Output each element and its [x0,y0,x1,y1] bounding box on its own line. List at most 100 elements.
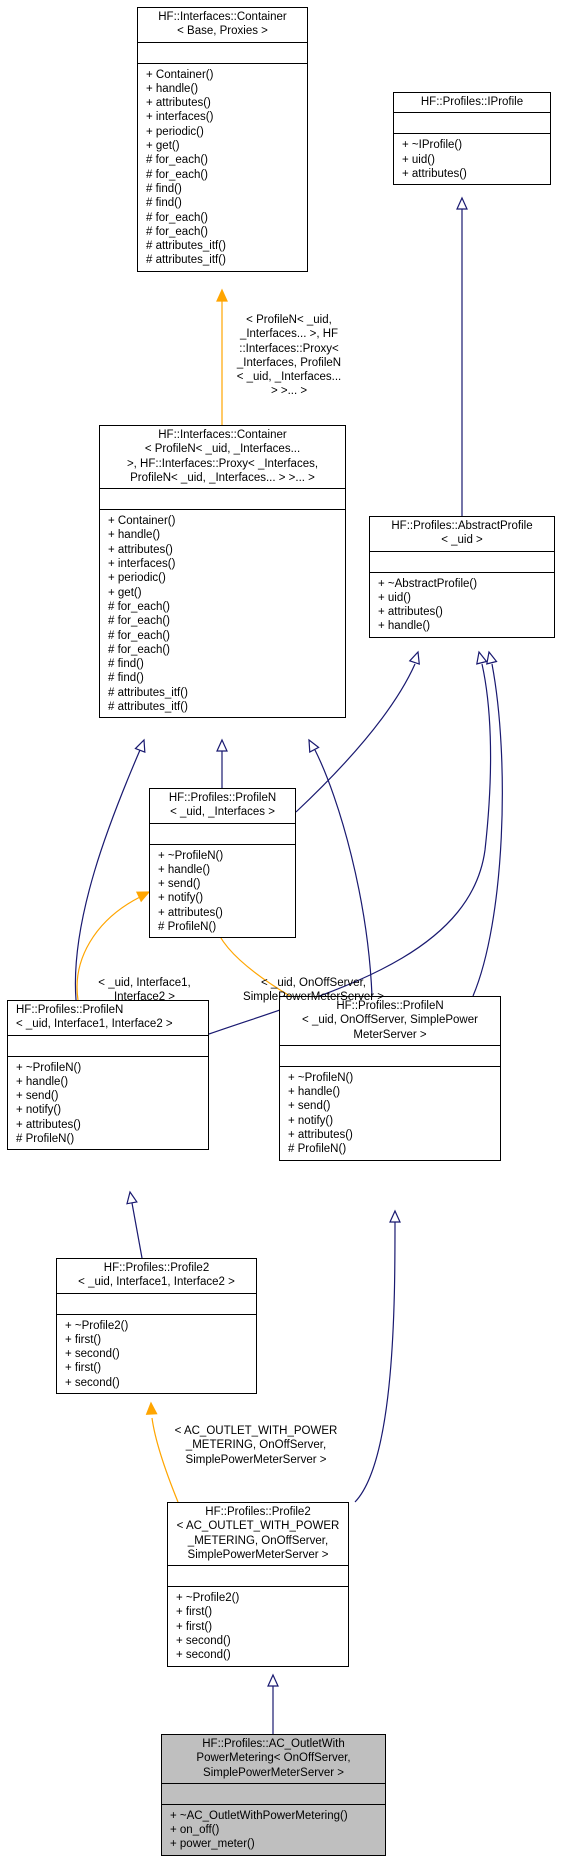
method: # ProfileN() [288,1143,347,1156]
class-title-line: >, HF::Interfaces::Proxy< _Interfaces, [126,457,319,470]
class-container-base-proxies[interactable]: HF::Interfaces::Container < Base, Proxie… [137,7,308,272]
class-methods-section: + ~Profile2() + first() + first() + seco… [168,1586,348,1665]
method: + ~Profile2() [65,1319,129,1332]
method: # attributes_itf() [146,254,226,267]
method: + send() [158,878,201,891]
method: + on_off() [170,1824,220,1837]
class-title-line: HF::Profiles::AbstractProfile [391,520,533,532]
class-title: HF::Interfaces::Container < ProfileN< _u… [100,426,345,488]
method: # find() [146,182,182,195]
method: # find() [108,658,144,671]
method: + periodic() [108,572,166,585]
class-title: HF::Interfaces::Container < Base, Proxie… [138,8,307,42]
inheritance-edge [74,749,141,1001]
edge-label-line: _Interfaces, ProfileN [236,356,342,369]
method: + send() [288,1100,331,1113]
edge-label-interface1-interface2: < _uid, Interface1, Interface2 > [82,976,207,1005]
method: + ~AbstractProfile() [378,577,478,590]
method: + attributes() [146,97,211,110]
class-title-line: HF::Profiles::AC_OutletWith [202,1738,345,1750]
class-attributes-section [280,1044,500,1066]
inheritance-edge [472,663,503,997]
class-methods-section: + Container() + handle() + attributes() … [100,509,345,717]
class-title-line: HF::Profiles::Profile2 [205,1506,311,1518]
inheritance-arrowhead [389,1209,401,1223]
class-attributes-section [162,1782,385,1804]
method: + ~AC_OutletWithPowerMetering() [170,1809,348,1822]
template-arrowhead [135,891,151,903]
method: # for_each() [108,600,171,613]
method: + handle() [158,863,211,876]
method: # for_each() [146,154,209,167]
class-methods-section: + ~AbstractProfile() + uid() + attribute… [370,571,554,637]
edge-label-container-template: < ProfileN< _uid, _Interfaces... >, HF :… [214,313,364,399]
class-title-line: SimplePowerMeterServer > [187,1548,329,1561]
inheritance-arrowhead [126,1190,138,1205]
method: + first() [65,1362,102,1375]
class-abstractprofile[interactable]: HF::Profiles::AbstractProfile < _uid > +… [369,516,555,638]
class-title-line: PowerMetering< OnOffServer, [196,1752,351,1765]
class-attributes-section [57,1292,256,1314]
class-profilen-interfaces[interactable]: HF::Profiles::ProfileN < _uid, _Interfac… [149,788,296,939]
class-title: HF::Profiles::IProfile [394,93,550,112]
class-methods-section: + ~AC_OutletWithPowerMetering() + on_off… [162,1803,385,1855]
class-attributes-section [168,1565,348,1586]
class-attributes-section [8,1034,208,1056]
method: # for_each() [146,211,209,224]
method: + second() [176,1649,231,1662]
method: + handle() [16,1075,69,1088]
class-title: HF::Profiles::ProfileN < _uid, Interface… [8,1001,208,1035]
method: + attributes() [288,1129,353,1142]
class-title: HF::Profiles::AbstractProfile < _uid > [370,517,554,551]
method: + ~ProfileN() [288,1071,354,1084]
method: # for_each() [108,643,171,656]
class-methods-section: + ~Profile2() + first() + second() + fir… [57,1313,256,1393]
method: + notify() [288,1114,334,1127]
class-profile2-interface1-interface2[interactable]: HF::Profiles::Profile2 < _uid, Interface… [56,1258,257,1395]
method: + get() [108,586,142,599]
edge-label-line: < _uid, OnOffServer, [261,977,366,989]
class-profilen-onoff-simplepowermeter[interactable]: HF::Profiles::ProfileN < _uid, OnOffServ… [279,996,501,1161]
class-title-line: < AC_OUTLET_WITH_POWER [176,1520,340,1533]
method: + attributes() [378,606,443,619]
class-profilen-interface1-interface2[interactable]: HF::Profiles::ProfileN < _uid, Interface… [7,1000,209,1151]
inheritance-edge [354,1221,396,1503]
class-ac-outlet-with-power-metering[interactable]: HF::Profiles::AC_OutletWith PowerMeterin… [161,1734,386,1856]
class-profile2-ac-outlet[interactable]: HF::Profiles::Profile2 < AC_OUTLET_WITH_… [167,1502,349,1667]
inheritance-arrowhead [308,738,320,754]
class-title-line: MeterServer > [353,1028,427,1041]
edge-label-line: < ProfileN< _uid, [246,314,332,326]
method: + power_meter() [170,1838,255,1851]
edge-label-line: SimplePowerMeterServer > [185,1453,327,1466]
edge-label-line: < _uid, Interface1, [98,977,191,989]
class-title-line: < Base, Proxies > [177,25,268,38]
inheritance-arrowhead [476,650,488,665]
template-edge [76,896,141,1001]
class-methods-section: + ~ProfileN() + handle() + send() + noti… [8,1055,208,1150]
class-methods-section: + ~IProfile() + uid() + attributes() [394,133,550,184]
method: + periodic() [146,125,204,138]
method: + ~IProfile() [402,139,463,152]
edge-label-line: > >... > [270,385,308,398]
class-attributes-section [370,550,554,572]
inheritance-arrowhead [216,738,228,752]
class-title: HF::Profiles::Profile2 < _uid, Interface… [57,1259,256,1293]
template-arrowhead [145,1401,158,1415]
edge-label-ac-outlet: < AC_OUTLET_WITH_POWER _METERING, OnOffS… [166,1424,346,1467]
class-title: HF::Profiles::ProfileN < _uid, _Interfac… [150,789,295,823]
method: + uid() [402,153,435,166]
inheritance-edge [314,749,373,997]
class-title-line: _METERING, OnOffServer, [187,1534,329,1547]
class-container-profilen[interactable]: HF::Interfaces::Container < ProfileN< _u… [99,425,346,719]
edge-label-line: _Interfaces... >, HF [239,328,339,341]
method: + notify() [16,1104,62,1117]
class-title: HF::Profiles::Profile2 < AC_OUTLET_WITH_… [168,1503,348,1565]
method: # for_each() [146,225,209,238]
class-iprofile[interactable]: HF::Profiles::IProfile + ~IProfile() + u… [393,92,551,186]
class-title-line: HF::Interfaces::Container [158,11,287,23]
template-arrowhead [216,288,228,302]
method: + second() [65,1376,120,1389]
class-title-line: HF::Profiles::ProfileN [168,792,277,804]
